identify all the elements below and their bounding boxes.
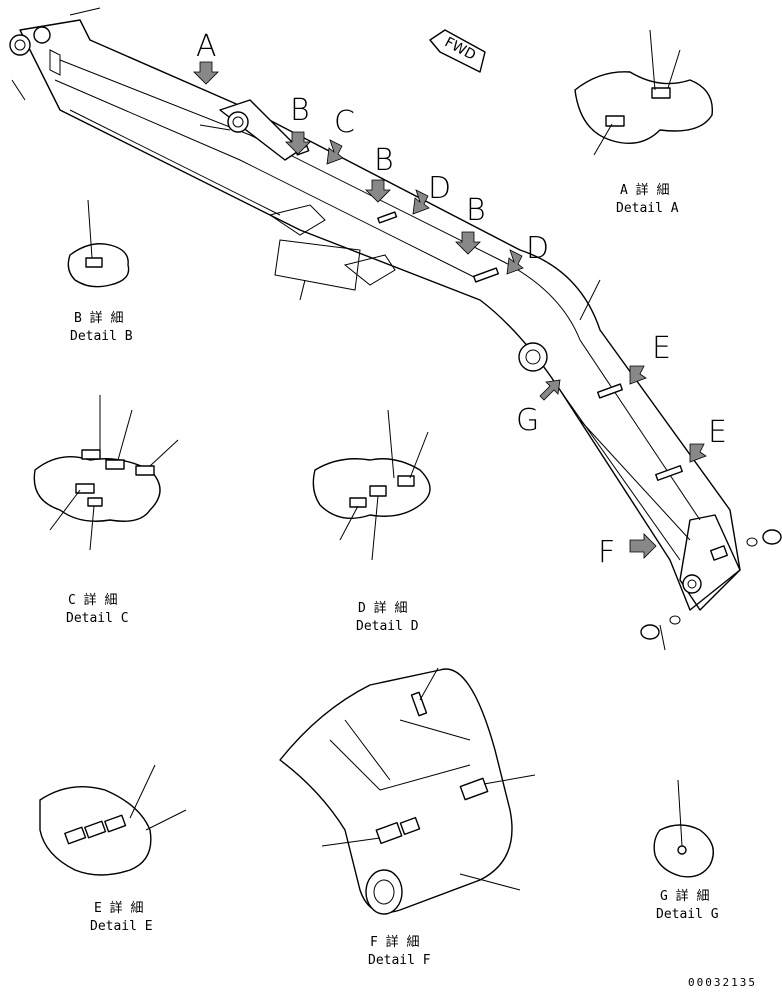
detail-e-title-en: Detail E — [90, 919, 153, 934]
detail-d-drawing — [312, 409, 431, 561]
marker-e-1: E — [652, 331, 671, 366]
detail-b-title-en: Detail B — [70, 329, 133, 344]
detail-f-title-jp: F 詳 細 — [370, 934, 419, 950]
detail-a-title-jp: A 詳 細 — [620, 182, 669, 198]
detail-a-drawing — [574, 29, 714, 156]
leader-lines — [11, 7, 666, 651]
detail-a-title-en: Detail A — [616, 201, 679, 216]
marker-d-2: D — [526, 231, 549, 266]
marker-g: G — [516, 403, 539, 438]
marker-e-2: E — [708, 415, 727, 450]
marker-letters: A B C B D B D E E G F — [196, 29, 727, 570]
detail-g-drawing — [653, 779, 714, 878]
marker-b-2: B — [374, 143, 394, 178]
drawing-number: 00032135 — [688, 976, 757, 989]
detail-d-title-jp: D 詳 細 — [358, 600, 407, 616]
marker-d-1: D — [428, 171, 451, 206]
detail-e-title-jp: E 詳 細 — [94, 900, 143, 916]
marker-a: A — [196, 29, 217, 64]
marker-b-1: B — [290, 93, 310, 128]
detail-d-title-en: Detail D — [356, 619, 419, 634]
detail-c-title-jp: C 詳 細 — [68, 592, 117, 608]
detail-e-drawing — [39, 764, 187, 876]
detail-g-title-jp: G 詳 細 — [660, 888, 709, 904]
marker-f: F — [598, 535, 615, 570]
detail-c-title-en: Detail C — [66, 611, 129, 626]
detail-b-title-jp: B 詳 細 — [74, 310, 123, 326]
detail-g-title-en: Detail G — [656, 907, 719, 922]
detail-c-drawing — [33, 395, 179, 551]
marker-c: C — [334, 105, 355, 140]
detail-b-drawing — [67, 199, 130, 288]
detail-f-title-en: Detail F — [368, 953, 431, 968]
fwd-indicator: FWD — [429, 29, 486, 73]
callout-arrows — [193, 61, 707, 559]
boom-arm — [9, 19, 782, 640]
marker-b-3: B — [466, 193, 486, 228]
detail-f-drawing — [279, 667, 536, 915]
